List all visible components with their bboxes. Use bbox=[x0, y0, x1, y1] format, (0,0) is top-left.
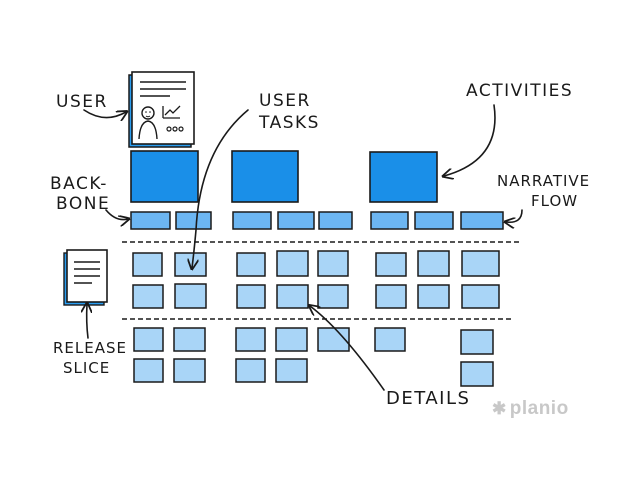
activities-label: ACTIVITIES bbox=[466, 81, 573, 101]
activity-card bbox=[369, 151, 438, 203]
narrative-arrow bbox=[506, 209, 523, 222]
detail-card bbox=[132, 252, 163, 277]
user-label: USER bbox=[56, 92, 108, 112]
detail-card bbox=[374, 327, 406, 352]
release-1-details bbox=[132, 250, 500, 309]
activities-arrow bbox=[444, 104, 496, 176]
task-card bbox=[232, 211, 272, 230]
backbone-label-line1: BACK- bbox=[50, 174, 108, 194]
detail-card bbox=[236, 284, 266, 309]
release-arrow bbox=[87, 304, 88, 339]
user-tasks-label-line2: TASKS bbox=[258, 113, 320, 133]
user-tasks-label-line1: USER bbox=[259, 91, 311, 111]
details-arrow bbox=[310, 306, 385, 391]
detail-card bbox=[173, 358, 206, 383]
detail-card bbox=[235, 358, 266, 383]
detail-card bbox=[276, 284, 309, 309]
detail-card bbox=[275, 358, 308, 383]
chart-icon bbox=[162, 105, 181, 119]
detail-card bbox=[417, 284, 450, 309]
task-card bbox=[175, 211, 212, 230]
details-label: DETAILS bbox=[386, 388, 470, 409]
activity-card bbox=[130, 150, 199, 203]
detail-card bbox=[317, 284, 349, 309]
planio-logo: ✱planio bbox=[492, 398, 569, 420]
detail-card bbox=[132, 284, 164, 309]
release-slice-label-line1: RELEASE bbox=[53, 339, 127, 357]
user-persona-card bbox=[128, 71, 195, 148]
asterisk-icon: ✱ bbox=[492, 399, 507, 418]
backbone-arrow bbox=[105, 209, 128, 220]
detail-card bbox=[460, 329, 494, 355]
detail-card bbox=[174, 252, 207, 277]
activity-card bbox=[231, 150, 299, 203]
task-card bbox=[318, 211, 353, 230]
detail-card bbox=[133, 358, 164, 383]
detail-card bbox=[235, 327, 266, 352]
detail-card bbox=[133, 327, 164, 352]
release-slice-label-line2: SLICE bbox=[63, 359, 110, 377]
narrative-flow-label-line2: FLOW bbox=[531, 192, 578, 210]
task-card bbox=[370, 211, 409, 230]
activities-row bbox=[130, 150, 438, 203]
detail-card bbox=[461, 250, 500, 277]
dots-icon bbox=[166, 126, 184, 132]
detail-card bbox=[236, 252, 266, 277]
detail-card bbox=[417, 250, 450, 277]
person-icon bbox=[138, 106, 158, 140]
detail-card bbox=[174, 283, 207, 309]
detail-card bbox=[375, 252, 407, 277]
release-2-details bbox=[133, 327, 494, 387]
detail-card bbox=[375, 284, 407, 309]
detail-card bbox=[317, 250, 349, 277]
detail-card bbox=[460, 361, 494, 387]
backbone-row bbox=[130, 211, 504, 230]
detail-card bbox=[276, 250, 309, 277]
task-card bbox=[460, 211, 504, 230]
detail-card bbox=[461, 284, 500, 309]
task-card bbox=[277, 211, 315, 230]
detail-card bbox=[275, 327, 308, 352]
annotation-arrows bbox=[83, 104, 523, 391]
backbone-label-line2: BONE bbox=[56, 194, 110, 214]
brand-name: planio bbox=[509, 398, 569, 419]
task-card bbox=[130, 211, 171, 230]
detail-card bbox=[173, 327, 206, 352]
user-tasks-arrow bbox=[192, 109, 249, 268]
user-arrow bbox=[83, 109, 126, 118]
task-card bbox=[414, 211, 454, 230]
narrative-flow-label-line1: NARRATIVE bbox=[497, 172, 590, 190]
release-document bbox=[63, 249, 108, 306]
